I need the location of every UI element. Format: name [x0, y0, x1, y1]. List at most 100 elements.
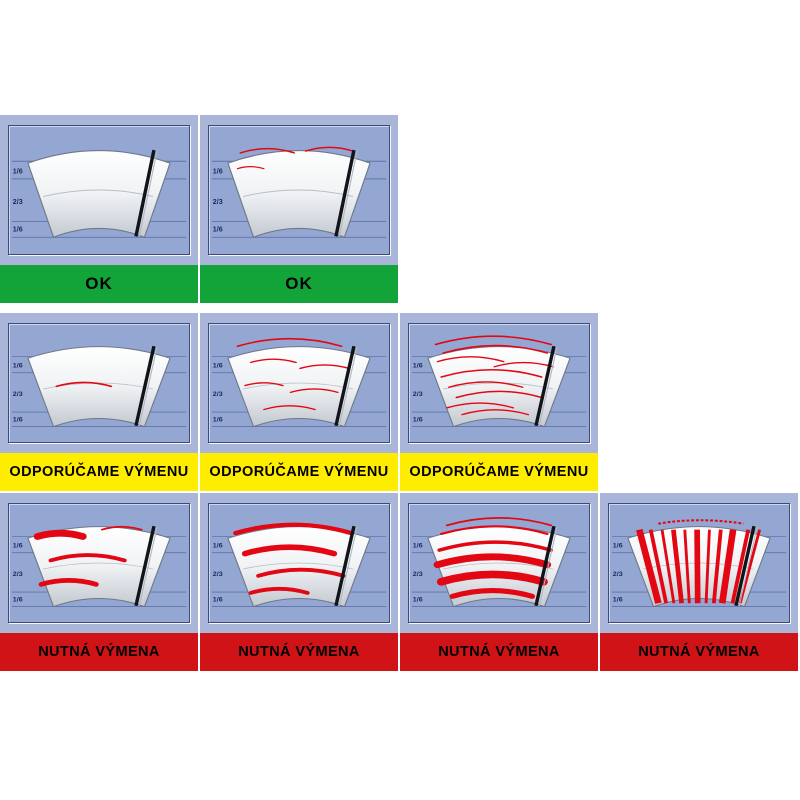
wear-streak-vertical	[738, 529, 762, 604]
scale-tick: 1/6	[213, 168, 223, 175]
wear-streak	[437, 540, 554, 552]
status-label: OK	[85, 274, 113, 293]
scale-tick: 1/6	[613, 543, 623, 550]
wiper-sweep-graphic: 1/62/31/6	[11, 149, 187, 239]
status-band: NUTNÁ VÝMENA	[400, 633, 598, 671]
scale-tick: 1/6	[213, 227, 223, 234]
status-band: NUTNÁ VÝMENA	[200, 633, 398, 671]
scale-tick: 1/6	[13, 417, 23, 424]
wear-streak	[289, 388, 339, 394]
scale-tick: 1/6	[213, 363, 223, 370]
wiper-blade	[334, 525, 356, 607]
scale-tick: 1/6	[413, 363, 423, 370]
wiper-sweep-graphic: 1/62/31/6	[411, 517, 587, 608]
wear-streak	[446, 402, 514, 409]
scale-tick: 2/3	[13, 571, 23, 578]
status-label: ODPORÚČAME VÝMENU	[9, 464, 189, 480]
wear-streak	[263, 405, 316, 411]
scale-tick: 1/6	[13, 363, 23, 370]
sweep-area	[27, 346, 171, 428]
scale-tick: 1/6	[613, 597, 623, 604]
sweep-area	[27, 526, 171, 608]
status-band: ODPORÚČAME VÝMENU	[400, 453, 598, 491]
wear-streak	[434, 335, 552, 346]
sweep-area	[427, 346, 571, 428]
sweep-area	[227, 346, 371, 428]
wear-streak	[38, 578, 99, 587]
wiper-blade	[334, 149, 356, 237]
wiper-blade	[134, 525, 156, 607]
wear-streak-vertical	[683, 529, 691, 604]
wear-streak	[455, 390, 543, 399]
wear-streak	[449, 588, 535, 599]
scale-tick: 1/6	[213, 597, 223, 604]
status-band: NUTNÁ VÝMENA	[600, 633, 798, 671]
test-panel: 1/6 2/3 1/6	[8, 323, 190, 443]
scale-tick: 2/3	[213, 199, 223, 206]
wear-streak	[299, 364, 350, 370]
wear-streak	[233, 522, 354, 536]
test-panel-frame: 1/6 2/3 1/6	[200, 313, 398, 453]
scale-tick: 2/3	[213, 571, 223, 578]
wear-streak	[256, 567, 346, 578]
wear-streak	[100, 525, 143, 531]
scale-tick: 2/3	[613, 571, 623, 578]
status-band: ODPORÚČAME VÝMENU	[200, 453, 398, 491]
scale-tick: 2/3	[13, 391, 23, 398]
status-label: NUTNÁ VÝMENA	[38, 644, 160, 660]
test-panel: 1/6 2/3 1/6	[8, 503, 190, 623]
test-panel-frame: 1/6 2/3 1/6	[0, 313, 198, 453]
status-label: NUTNÁ VÝMENA	[238, 644, 360, 660]
wear-top-marks	[658, 519, 744, 525]
scale-tick: 1/6	[13, 168, 23, 175]
test-panel: 1/6 2/3 1/6	[208, 125, 390, 255]
scale-tick: 1/6	[13, 227, 23, 234]
wear-streak	[436, 570, 548, 586]
status-band: OK	[200, 265, 398, 303]
test-panel: 1/6 2/3 1/6	[208, 323, 390, 443]
test-panel-frame: 1/6 2/3 1/6	[200, 115, 398, 265]
wiper-sweep-graphic: 1/62/31/6	[211, 522, 387, 608]
scale-tick: 2/3	[213, 391, 223, 398]
wear-streak	[304, 146, 354, 152]
wiper-blade	[734, 525, 756, 607]
status-label: NUTNÁ VÝMENA	[638, 644, 760, 660]
wiper-sweep-graphic: 1/6 2/3 1/6	[211, 146, 387, 239]
scale-tick: 1/6	[413, 417, 423, 424]
wiper-sweep-graphic: 1/62/31/6	[411, 335, 587, 428]
wear-streak-vertical	[711, 529, 723, 604]
wear-streak-vertical	[660, 529, 676, 604]
wiper-sweep-graphic: 1/6 2/3 1/6	[211, 337, 387, 428]
wear-streak-vertical	[648, 529, 669, 604]
status-band: ODPORÚČAME VÝMENU	[0, 453, 198, 491]
scale-tick: 1/6	[413, 543, 423, 550]
scale-tick: 1/6	[213, 417, 223, 424]
status-row-replacement-required: 1/6 2/3 1/6 NUTNÁ VÝMENA 1/6 2/3 1/6 NUTNÁ V…	[0, 493, 798, 671]
status-label: OK	[285, 274, 313, 293]
wiper-test-cell-replacement-required-1: 1/6 2/3 1/6 NUTNÁ VÝMENA	[0, 493, 198, 671]
status-band: NUTNÁ VÝMENA	[0, 633, 198, 671]
wiper-sweep-graphic: 1/6 2/3 1/6	[611, 519, 787, 608]
scale-tick: 1/6	[13, 597, 23, 604]
wear-streak	[461, 409, 530, 416]
wiper-blade	[534, 525, 556, 607]
sweep-area	[227, 526, 371, 608]
wiper-sweep-graphic: 1/6 2/3 1/6	[11, 525, 187, 608]
scale-tick: 1/6	[13, 543, 23, 550]
wear-streak-vertical	[636, 528, 662, 604]
wear-streak-vertical	[730, 529, 751, 604]
wiper-test-cell-ok-2: 1/6 2/3 1/6 OK	[200, 115, 398, 303]
test-panel-frame: 1/6 2/3 1/6	[0, 493, 198, 633]
wear-streak	[48, 553, 127, 563]
wiper-test-cell-replacement-required-4: 1/6 2/3 1/6 NUTNÁ VÝMENA	[600, 493, 798, 671]
test-panel-frame: 1/6 2/3 1/6	[600, 493, 798, 633]
wear-streak	[445, 517, 553, 527]
